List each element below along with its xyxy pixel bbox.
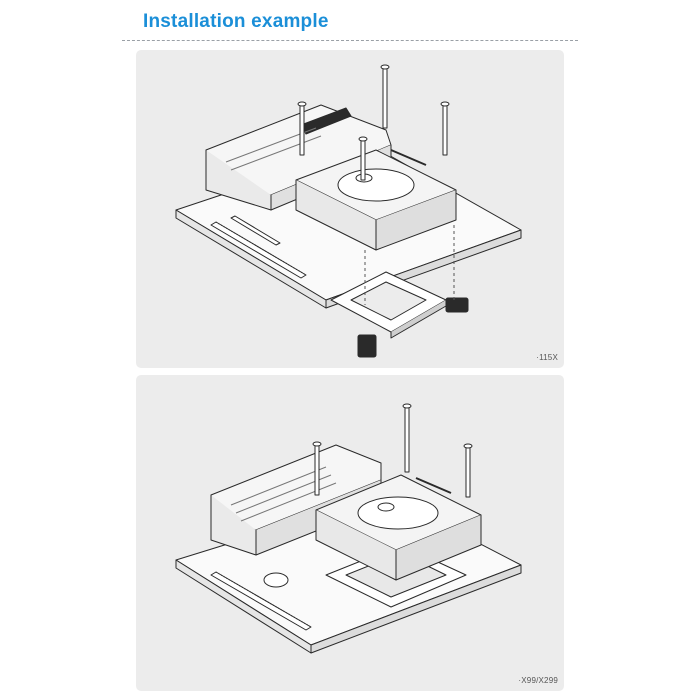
- pcie-slot-shape: [210, 571, 312, 631]
- backplate-shape: [330, 271, 469, 358]
- illustration-x99-x299: [175, 403, 522, 654]
- figure-x99-x299: ·X99/X299: [136, 375, 564, 691]
- cpu-block-shape: [295, 149, 457, 251]
- pcie-slot-shape: [210, 215, 307, 279]
- dashed-divider: [122, 40, 578, 41]
- cpu-block-shape: [315, 474, 482, 581]
- alignment-guide-lines: [364, 225, 455, 305]
- mounting-screw-shape: [297, 64, 450, 181]
- figure-caption: ·X99/X299: [518, 676, 558, 685]
- figure-caption: ·115X: [536, 353, 558, 362]
- section-title: Installation example: [143, 11, 329, 32]
- figure-115x: ·115X: [136, 50, 564, 368]
- illustration-115x: [175, 64, 522, 358]
- mounting-screw-shape: [312, 403, 473, 498]
- vrm-heatsink-shape: [205, 104, 392, 211]
